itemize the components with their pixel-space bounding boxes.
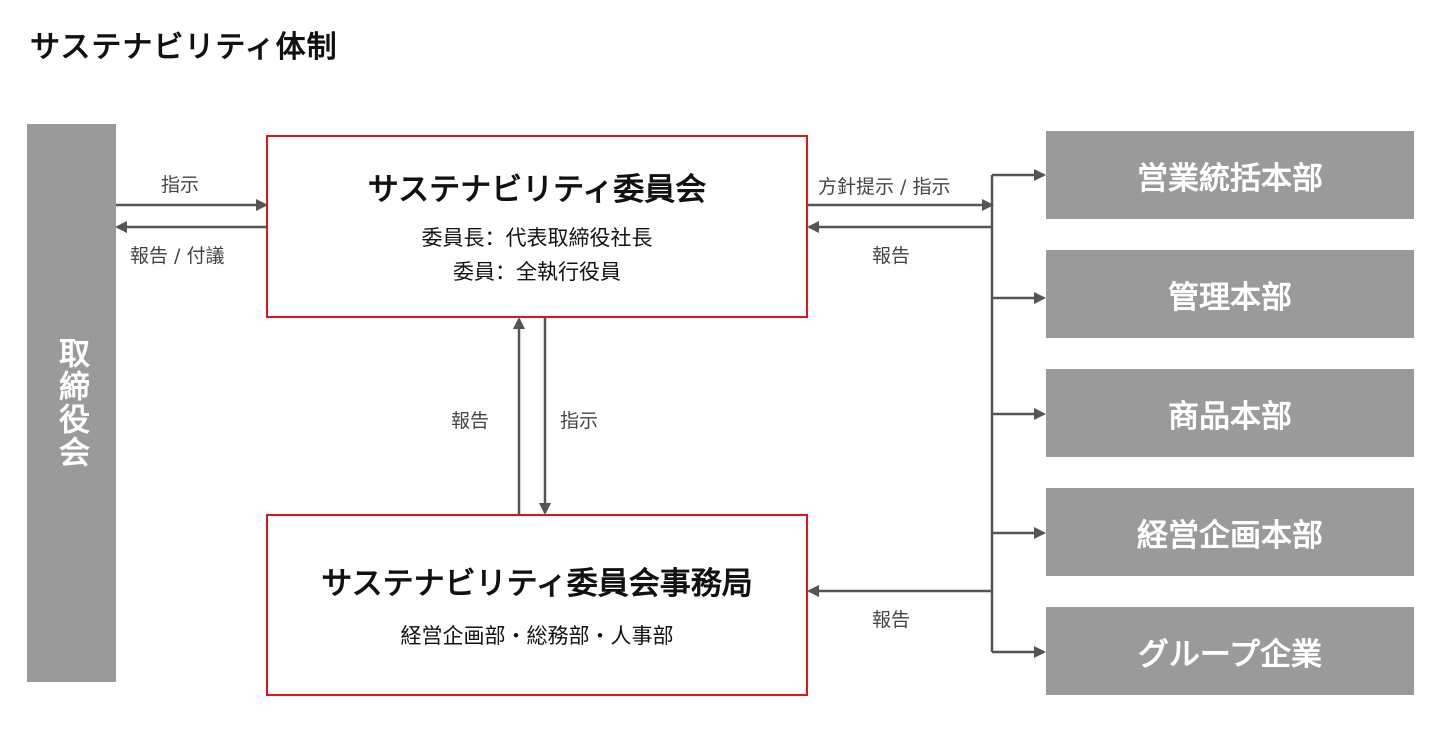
department-label: 管理本部 bbox=[1168, 279, 1292, 316]
secretariat-title: サステナビリティ委員会事務局 bbox=[321, 565, 753, 602]
secretariat-members: 経営企画部・総務部・人事部 bbox=[400, 623, 674, 648]
department-block-sales: 営業統括本部 bbox=[1046, 131, 1414, 219]
board-of-directors-block: 取締役会 bbox=[27, 124, 116, 682]
department-label: 営業統括本部 bbox=[1137, 160, 1323, 197]
department-block-administration: 管理本部 bbox=[1046, 250, 1414, 338]
department-label: 商品本部 bbox=[1168, 398, 1292, 435]
edge-label-committee-instruction: 指示 bbox=[560, 410, 599, 432]
department-label: グループ企業 bbox=[1137, 636, 1323, 673]
department-label: 経営企画本部 bbox=[1137, 517, 1323, 554]
edge-label-depts-report: 報告 bbox=[872, 245, 911, 267]
edge-label-secretariat-report: 報告 bbox=[451, 410, 490, 432]
edge-label-depts-report-secretariat: 報告 bbox=[872, 609, 911, 631]
committee-members-line: 委員：全執行役員 bbox=[453, 260, 621, 284]
edge-label-committee-report-proposal: 報告 / 付議 bbox=[130, 245, 225, 267]
department-block-group-companies: グループ企業 bbox=[1046, 607, 1414, 695]
committee-title: サステナビリティ委員会 bbox=[367, 172, 707, 208]
page-title: サステナビリティ体制 bbox=[30, 30, 338, 65]
board-label: 取締役会 bbox=[53, 337, 89, 469]
committee-secretariat-box: サステナビリティ委員会事務局 経営企画部・総務部・人事部 bbox=[266, 514, 808, 696]
edge-label-policy-instruction: 方針提示 / 指示 bbox=[818, 176, 951, 198]
department-block-merchandise: 商品本部 bbox=[1046, 369, 1414, 457]
edge-label-board-instruction: 指示 bbox=[161, 174, 200, 196]
department-block-corporate-planning: 経営企画本部 bbox=[1046, 488, 1414, 576]
committee-chair-line: 委員長：代表取締役社長 bbox=[421, 226, 653, 250]
